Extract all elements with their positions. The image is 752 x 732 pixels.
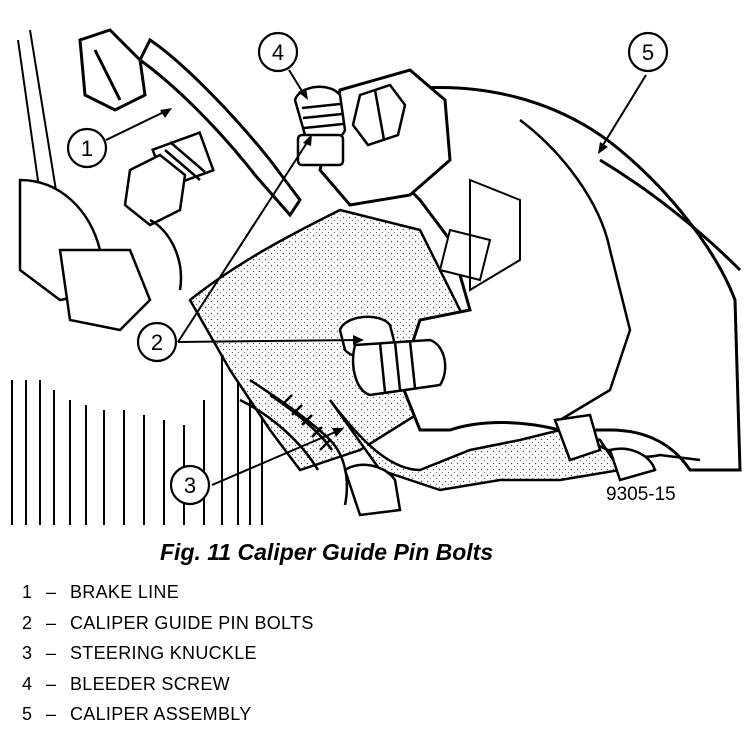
leader-3 bbox=[211, 429, 341, 486]
legend-item-label: BRAKE LINE bbox=[70, 582, 180, 602]
caliper-rib bbox=[438, 178, 521, 292]
callout-leaders bbox=[105, 69, 647, 486]
left-bracket-shape bbox=[18, 178, 183, 332]
callout-2-number: 2 bbox=[151, 330, 163, 355]
leader-2a bbox=[177, 137, 311, 343]
legend-item: 4–BLEEDER SCREW bbox=[22, 669, 314, 700]
figure-caption: Fig. 11 Caliper Guide Pin Bolts bbox=[160, 539, 494, 565]
bleeder-screw-shape bbox=[293, 85, 347, 167]
callout-3-number: 3 bbox=[184, 473, 196, 498]
caliper-illustration: 1 2 3 4 5 9305-15 bbox=[11, 28, 742, 525]
callout-3: 3 bbox=[169, 464, 211, 506]
brake-line-shape bbox=[78, 28, 302, 218]
guide-pin-bolt-lower-shape bbox=[338, 315, 447, 397]
callout-1-number: 1 bbox=[81, 136, 93, 161]
legend-separator: – bbox=[46, 582, 57, 602]
legend-item-label: STEERING KNUCKLE bbox=[70, 643, 257, 663]
leader-arrowheads bbox=[160, 88, 608, 437]
callout-4-number: 4 bbox=[272, 40, 284, 65]
legend-item-number: 1 bbox=[22, 582, 33, 602]
callout-1: 1 bbox=[66, 127, 108, 169]
legend-item-label: CALIPER GUIDE PIN BOLTS bbox=[70, 612, 314, 633]
lower-bolt-heads bbox=[343, 413, 657, 517]
legend-separator: – bbox=[46, 673, 57, 694]
leader-5 bbox=[599, 74, 647, 151]
legend-item-number: 4 bbox=[22, 673, 33, 694]
legend-list: 1–BRAKE LINE 2–CALIPER GUIDE PIN BOLTS 3… bbox=[22, 577, 314, 730]
caliper-inner-contour bbox=[519, 119, 632, 422]
legend-item-number: 5 bbox=[22, 704, 33, 724]
legend-item: 3–STEERING KNUCKLE bbox=[22, 638, 314, 669]
leader-1 bbox=[105, 109, 169, 141]
legend-item-number: 2 bbox=[22, 612, 33, 633]
legend-item-number: 3 bbox=[22, 643, 33, 663]
knuckle-lower-bracket bbox=[328, 399, 623, 492]
legend-item-label: BLEEDER SCREW bbox=[70, 673, 230, 694]
legend-separator: – bbox=[46, 643, 57, 663]
figure-id-label: 9305-15 bbox=[606, 484, 676, 505]
legend-item-label: CALIPER ASSEMBLY bbox=[70, 704, 252, 724]
callout-5: 5 bbox=[627, 31, 669, 73]
leader-2b bbox=[177, 339, 361, 343]
legend-separator: – bbox=[46, 704, 57, 724]
callout-4: 4 bbox=[257, 31, 299, 73]
callout-5-number: 5 bbox=[642, 40, 654, 65]
caliper-upper-edge bbox=[599, 158, 742, 272]
brake-hose-fitting bbox=[123, 131, 215, 227]
legend-item: 2–CALIPER GUIDE PIN BOLTS bbox=[22, 608, 314, 639]
legend-separator: – bbox=[46, 612, 57, 633]
hub-ring-shape bbox=[239, 378, 349, 506]
legend-item: 5–CALIPER ASSEMBLY bbox=[22, 699, 314, 730]
upper-hex-bolt bbox=[351, 83, 407, 147]
callout-2: 2 bbox=[136, 321, 178, 363]
legend-item: 1–BRAKE LINE bbox=[22, 577, 314, 608]
